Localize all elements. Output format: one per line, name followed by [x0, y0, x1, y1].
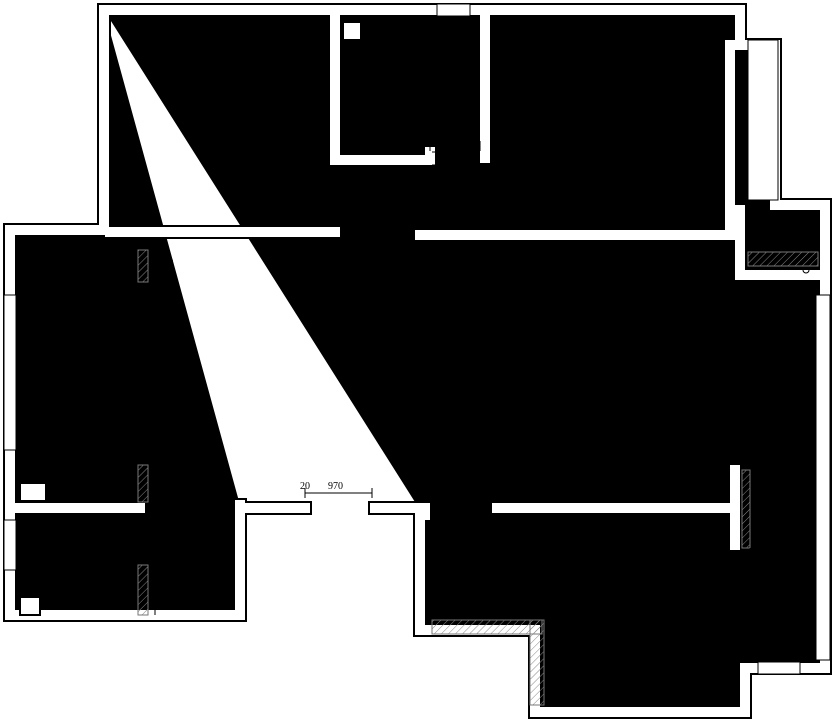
- dim-label: 130: [132, 443, 147, 454]
- walls: [10, 10, 825, 712]
- note-line-1: 阳台内层: [764, 570, 804, 583]
- fixtures: [19, 21, 810, 616]
- dim-label: 200: [163, 500, 174, 515]
- dim-label: 780: [163, 532, 174, 547]
- dim-label: 130: [132, 300, 147, 311]
- window-top-right: [747, 39, 779, 201]
- dim-label: 20: [300, 481, 310, 492]
- dim-label: 2760: [163, 360, 174, 380]
- dim-label: 1200: [771, 495, 782, 515]
- dim-label: 130: [414, 185, 429, 196]
- dim-label: 750: [446, 134, 461, 145]
- dim-label: 130: [132, 544, 147, 555]
- dim-label: 600: [163, 258, 174, 273]
- dim-label: 20: [424, 134, 434, 145]
- window-right: [815, 294, 831, 661]
- dim-label: 130: [453, 150, 464, 165]
- dim-label: 870: [396, 183, 407, 198]
- window-bottom: [757, 661, 801, 675]
- dim-label: 620: [163, 475, 174, 490]
- dim-label: 10: [394, 165, 405, 175]
- windows: [3, 3, 831, 675]
- dim-label: 1080: [768, 298, 788, 309]
- dim-label: 770: [163, 582, 174, 597]
- dim-label: 970: [328, 481, 343, 492]
- toilet-icon: [19, 596, 41, 616]
- toilet-icon: [19, 482, 47, 502]
- dim-label: 1300: [569, 650, 580, 670]
- dimension-labels: 20 750 130 10 130 870 600 130 2760 130 6…: [132, 134, 804, 670]
- dim-label: 1790: [478, 595, 498, 606]
- window-top: [436, 3, 471, 17]
- window-left-lower: [3, 519, 17, 571]
- window-left-upper: [3, 294, 17, 451]
- note-line-2: 保温拆除: [762, 584, 802, 597]
- hatched-partitions: [137, 249, 819, 706]
- dimension-lines: [134, 141, 820, 706]
- toilet-icon: [342, 21, 362, 41]
